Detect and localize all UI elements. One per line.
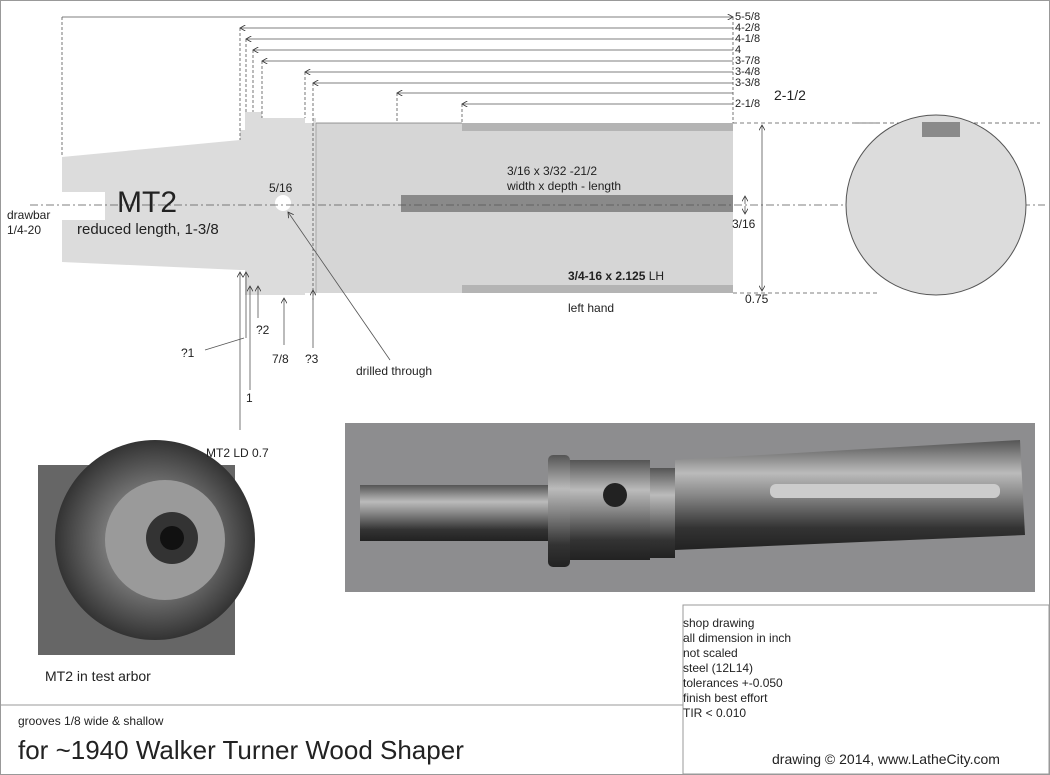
dim-label: 4-1/8: [735, 33, 761, 45]
groove-1-label: ?1: [181, 346, 195, 360]
drawbar-label: drawbar: [7, 208, 51, 222]
end-view: [845, 114, 1040, 296]
dim-label: 2-1/8: [735, 98, 761, 110]
keyway: [401, 195, 733, 212]
photo-caption: MT2 in test arbor: [45, 668, 151, 684]
mt2-label: MT2: [117, 186, 177, 219]
dim-label: 5-5/8: [735, 11, 761, 23]
thread-spec: 3/4-16 x 2.125: [568, 269, 646, 283]
arbor-photo: [38, 440, 255, 655]
dim-label: 3-3/8: [735, 77, 761, 89]
dim-label: 3-4/8: [735, 66, 761, 78]
one-label: 1: [246, 391, 253, 405]
thread-top: [462, 123, 733, 131]
notes-list: shop drawing all dimension in inch not s…: [683, 616, 791, 721]
groove-2-label: ?2: [256, 323, 270, 337]
thread-lh: LH: [645, 269, 665, 283]
keyway-length-label: 2-1/2: [774, 87, 806, 103]
grooves-note: grooves 1/8 wide & shallow: [18, 714, 164, 728]
dim-label: 4-2/8: [735, 22, 761, 34]
thread-bottom: [462, 285, 733, 293]
dim-label: 3-7/8: [735, 55, 761, 67]
credit-line: drawing © 2014, www.LatheCity.com: [772, 751, 1000, 767]
drawing-title: for ~1940 Walker Turner Wood Shaper: [18, 735, 464, 765]
note: shop drawing: [683, 616, 755, 630]
note: not scaled: [683, 646, 738, 660]
reduced-length-label: reduced length, 1-3/8: [77, 221, 219, 238]
part-photo: [345, 423, 1035, 592]
left-hand-label: left hand: [568, 301, 615, 315]
keyway-spec-desc: width x depth - length: [507, 179, 622, 193]
note: TIR < 0.010: [683, 706, 747, 720]
note: all dimension in inch: [683, 631, 792, 645]
note: steel (12L14): [683, 661, 754, 675]
notes-box: [682, 604, 1050, 775]
groove-3-label: ?3: [305, 352, 319, 366]
cross-hole: [275, 195, 291, 211]
note: tolerances +-0.050: [683, 676, 783, 690]
dim-label: 4: [735, 44, 742, 56]
note: finish best effort: [683, 691, 768, 705]
keyway-width-label: 3/16: [732, 217, 756, 231]
seven-eighths-label: 7/8: [272, 352, 289, 366]
shaft-side-view: [30, 112, 1045, 295]
drilled-through-label: drilled through: [356, 364, 433, 378]
thread-spec-label: 3/4-16 x 2.125 LH: [568, 270, 664, 282]
mt2-ld-label: MT2 LD 0.7: [206, 446, 269, 460]
drawbar-hole: [62, 192, 105, 220]
keyway-spec-label: 3/16 x 3/32 -21/2: [507, 164, 598, 178]
length-dimensions: [61, 17, 880, 430]
cross-hole-label: 5/16: [269, 181, 293, 195]
drawbar-thread-label: 1/4-20: [7, 223, 42, 237]
diameter-label: 0.75: [745, 292, 769, 306]
